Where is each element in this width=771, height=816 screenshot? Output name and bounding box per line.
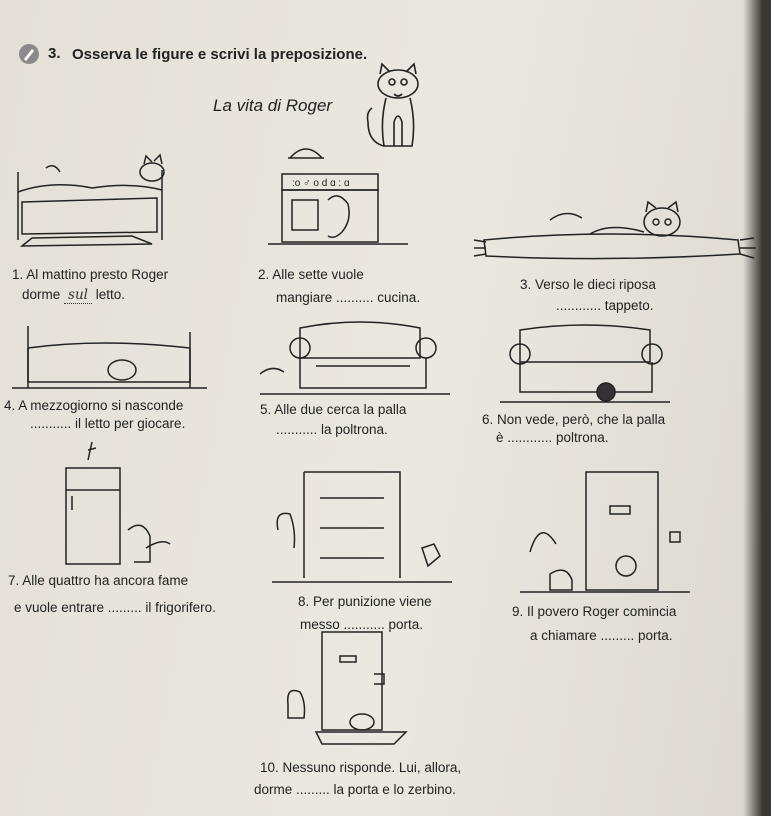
pencil-icon [19, 44, 39, 64]
item-1-line2-before: dorme [22, 287, 61, 302]
item-3-line1: 3. Verso le dieci riposa [520, 277, 656, 292]
item-7-line2: e vuole entrare ......... il frigorifero… [14, 600, 216, 615]
item-4-line1: 4. A mezzogiorno si nasconde [4, 398, 184, 413]
cupboard-illustration [272, 470, 452, 588]
item-2-line2: mangiare .......... cucina. [276, 290, 421, 305]
item-1-line2: dorme sul letto. [22, 287, 126, 304]
item-1-line1: 1. Al mattino presto Roger [12, 267, 169, 282]
exercise-number: 3. [48, 45, 61, 62]
exercise-instruction: Osserva le figure e scrivi la preposizio… [72, 46, 368, 63]
item-4-line2: ........... il letto per giocare. [30, 416, 186, 431]
cat-illustration [350, 62, 440, 152]
door-illustration [520, 470, 690, 600]
subtitle: La vita di Roger [213, 96, 333, 115]
armchair-illustration [260, 318, 450, 404]
doormat-illustration [282, 630, 422, 748]
item-8-line1: 8. Per punizione viene [298, 594, 432, 609]
bed-illustration-2 [12, 318, 207, 396]
item-10-line1: 10. Nessuno risponde. Lui, allora, [260, 760, 462, 775]
item-5-line1: 5. Alle due cerca la palla [260, 402, 407, 417]
page-edge-shadow [743, 0, 771, 816]
item-1-answer: sul [64, 287, 92, 304]
item-2-line1: 2. Alle sette vuole [258, 267, 364, 282]
item-7-line1: 7. Alle quattro ha ancora fame [8, 573, 189, 588]
item-9-line1: 9. Il povero Roger comincia [512, 604, 677, 619]
svg-text::o ♂ o d ɑ : ɑ: :o ♂ o d ɑ : ɑ [292, 178, 350, 189]
kitchen-illustration: :o ♂ o d ɑ : ɑ [268, 140, 408, 252]
item-1-line2-after: letto. [95, 287, 126, 302]
armchair-ball-illustration [500, 322, 670, 412]
item-3-line2: ............ tappeto. [556, 298, 654, 313]
item-10-line2: dorme ......... la porta e lo zerbino. [254, 782, 456, 797]
item-6-line1: 6. Non vede, però, che la palla [482, 412, 666, 427]
item-6-line2: è ............ poltrona. [496, 430, 609, 445]
rug-illustration [470, 200, 760, 264]
bed-illustration [12, 152, 177, 252]
item-9-line2: a chiamare ......... porta. [530, 628, 673, 643]
item-5-line2: ........... la poltrona. [276, 422, 388, 437]
fridge-illustration [58, 440, 178, 568]
item-8-line2: messo ........... porta. [300, 617, 424, 632]
